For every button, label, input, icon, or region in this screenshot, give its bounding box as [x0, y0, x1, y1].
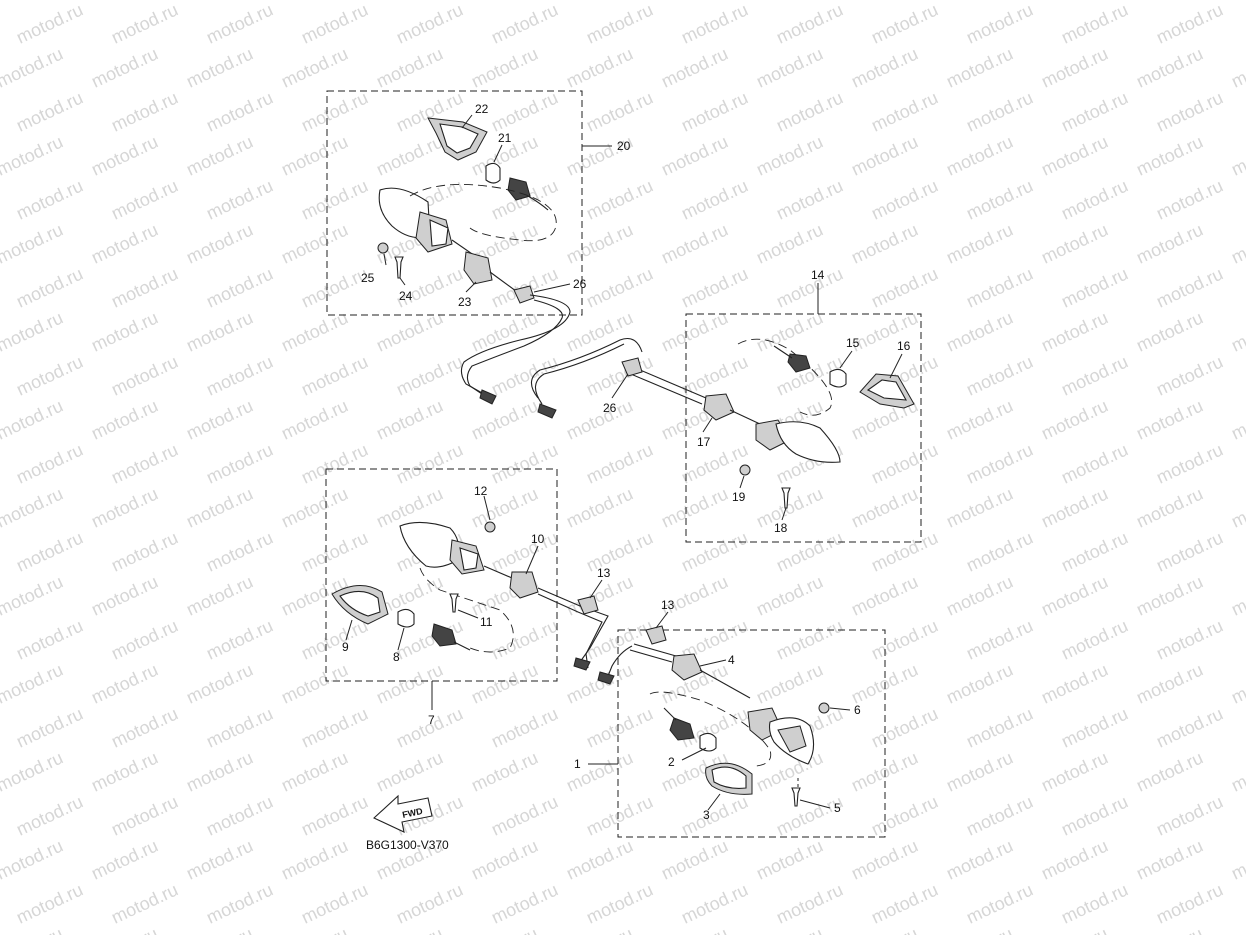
- callout-15: 15: [846, 336, 860, 350]
- callout-22: 22: [475, 102, 489, 116]
- socket-20: [507, 177, 531, 201]
- callout-12: 12: [474, 484, 488, 498]
- clamp-13-right: [645, 625, 667, 645]
- bulb-2: [699, 732, 717, 752]
- callout-6: 6: [854, 703, 861, 717]
- bulb-8: [397, 608, 415, 628]
- callout-26-top: 26: [573, 277, 587, 291]
- grommet-10: [509, 571, 539, 599]
- callout-9: 9: [342, 640, 349, 654]
- cap-19: [739, 464, 751, 476]
- socket-14: [787, 353, 811, 373]
- assembly-box-1: [617, 629, 886, 838]
- callout-8: 8: [393, 650, 400, 664]
- bolt-11: [449, 593, 459, 613]
- assembly-20-parts: [377, 117, 557, 304]
- grommet-23: [463, 251, 493, 285]
- socket-7: [431, 623, 457, 647]
- grommet-17: [703, 393, 735, 421]
- housing-20: [378, 187, 431, 239]
- bolt-5: [791, 787, 801, 807]
- callout-1: 1: [574, 757, 581, 771]
- callout-19: 19: [732, 490, 746, 504]
- socket-1: [669, 717, 695, 741]
- callout-13-right: 13: [661, 598, 675, 612]
- callout-5: 5: [834, 801, 841, 815]
- housing-14: [775, 421, 841, 463]
- callout-24: 24: [399, 289, 413, 303]
- callout-21: 21: [498, 131, 512, 145]
- clamp-13-left: [577, 595, 599, 615]
- wiring-harness: [460, 294, 707, 419]
- bulb-15: [829, 368, 847, 388]
- callout-16: 16: [897, 339, 911, 353]
- callout-labels: 20 22 21 25 24 23 26 14 15 16 26 17 19 1…: [342, 102, 911, 822]
- bolt-18: [781, 487, 791, 509]
- clamp-26-top: [513, 285, 535, 304]
- callout-14: 14: [811, 268, 825, 282]
- cap-6: [818, 702, 830, 714]
- fwd-label: FWD: [401, 806, 424, 820]
- callout-17: 17: [697, 435, 711, 449]
- callout-26-center: 26: [603, 401, 617, 415]
- callout-23: 23: [458, 295, 472, 309]
- assembly-1-parts: [597, 625, 830, 807]
- grommet-4: [671, 653, 703, 681]
- bolt-24: [394, 256, 404, 279]
- callout-18: 18: [774, 521, 788, 535]
- leader-lines: [345, 114, 903, 811]
- cap-25: [377, 242, 389, 254]
- callout-3: 3: [703, 808, 710, 822]
- callout-7: 7: [428, 713, 435, 727]
- clamp-26-center: [621, 357, 643, 377]
- callout-2: 2: [668, 755, 675, 769]
- callout-20: 20: [617, 139, 631, 153]
- cap-12: [484, 521, 496, 533]
- fwd-arrow-icon: FWD: [373, 794, 433, 833]
- bulb-21: [485, 162, 501, 184]
- callout-13-left: 13: [597, 566, 611, 580]
- callout-25: 25: [361, 271, 375, 285]
- assembly-box-7: [325, 468, 558, 682]
- assembly-box-20: [326, 90, 583, 316]
- assembly-7-parts: [331, 521, 609, 671]
- callout-10: 10: [531, 532, 545, 546]
- callout-4: 4: [728, 653, 735, 667]
- callout-11: 11: [480, 615, 493, 629]
- diagram-code: B6G1300-V370: [366, 838, 449, 852]
- assembly-14-parts: [703, 338, 915, 509]
